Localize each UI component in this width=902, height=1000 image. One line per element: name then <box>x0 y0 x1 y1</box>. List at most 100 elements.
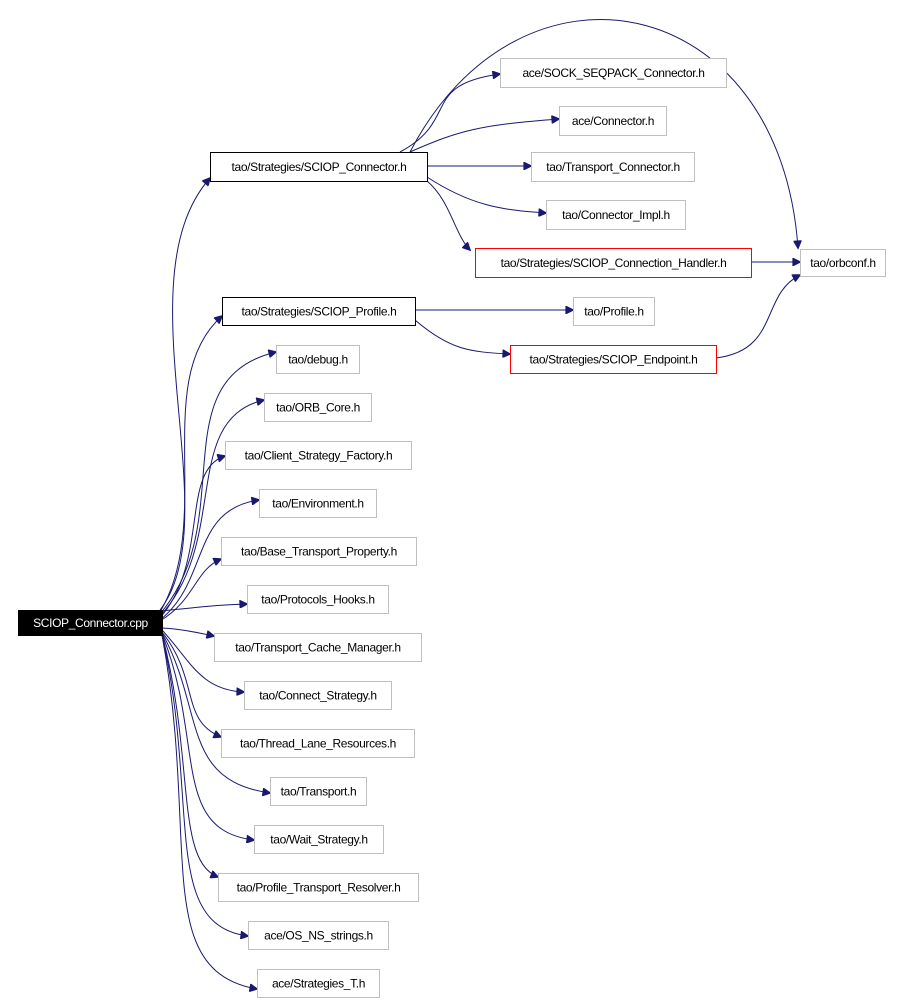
node-box <box>510 345 717 374</box>
edge-root-to-base_transport <box>159 559 221 622</box>
node-label: ace/SOCK_SEQPACK_Connector.h <box>522 66 704 80</box>
node-profile[interactable]: tao/Profile.h <box>573 297 655 326</box>
node-label: tao/Protocols_Hooks.h <box>261 593 374 607</box>
node-box <box>546 200 686 230</box>
node-wait_strategy[interactable]: tao/Wait_Strategy.h <box>254 825 384 854</box>
node-environment[interactable]: tao/Environment.h <box>259 489 377 518</box>
edge-root-to-debug <box>159 352 276 615</box>
node-label: tao/Client_Strategy_Factory.h <box>245 449 393 463</box>
node-ace_connector[interactable]: ace/Connector.h <box>559 106 667 136</box>
node-transport_cache[interactable]: tao/Transport_Cache_Manager.h <box>214 633 422 662</box>
node-label: SCIOP_Connector.cpp <box>33 616 148 630</box>
edge-root-to-environment <box>159 500 259 621</box>
node-profile_resolver[interactable]: tao/Profile_Transport_Resolver.h <box>218 873 419 902</box>
node-box <box>257 969 380 998</box>
node-box <box>500 58 727 88</box>
node-box <box>218 873 419 902</box>
edge-root-to-os_ns_strings <box>161 634 248 936</box>
node-sciop_connector_h[interactable]: tao/Strategies/SCIOP_Connector.h <box>210 152 428 182</box>
node-box <box>210 152 428 182</box>
edge-root-to-sciop_profile <box>159 316 222 613</box>
edge-root-to-transport <box>161 632 270 793</box>
node-box <box>259 489 377 518</box>
node-orb_core[interactable]: tao/ORB_Core.h <box>264 393 372 422</box>
edge-root-to-wait_strategy <box>161 633 254 840</box>
node-label: tao/Strategies/SCIOP_Connector.h <box>232 160 407 174</box>
edge-root-to-orb_core <box>159 400 264 617</box>
node-label: tao/Transport_Connector.h <box>546 160 680 174</box>
node-label: tao/ORB_Core.h <box>276 401 360 415</box>
node-label: tao/debug.h <box>288 353 348 367</box>
node-box <box>18 610 163 636</box>
edge-sciop_connector_h-to-connection_handler <box>426 180 470 250</box>
node-label: tao/Environment.h <box>272 497 363 511</box>
node-box <box>244 681 392 710</box>
edges-layer <box>159 19 800 989</box>
edge-root-to-sciop_connector_h <box>159 178 210 611</box>
node-box <box>254 825 384 854</box>
edge-root-to-protocols_hooks <box>161 604 247 612</box>
edge-sciop_connector_h-to-orbconf <box>409 19 798 248</box>
node-box <box>225 441 412 470</box>
node-sock_seqpack[interactable]: ace/SOCK_SEQPACK_Connector.h <box>500 58 727 88</box>
node-strategies_t[interactable]: ace/Strategies_T.h <box>257 969 380 998</box>
edge-root-to-client_strategy <box>159 456 225 619</box>
node-label: tao/Connect_Strategy.h <box>259 689 377 703</box>
node-box <box>247 585 389 614</box>
node-label: tao/Transport_Cache_Manager.h <box>235 641 401 655</box>
edge-sciop_endpoint-to-orbconf <box>715 275 800 359</box>
node-box <box>276 345 360 374</box>
node-label: ace/Strategies_T.h <box>272 977 365 991</box>
node-box <box>800 249 886 277</box>
node-label: tao/Strategies/SCIOP_Endpoint.h <box>530 353 698 367</box>
node-root[interactable]: SCIOP_Connector.cpp <box>18 610 163 636</box>
node-box <box>222 297 416 326</box>
nodes-layer: SCIOP_Connector.cpp tao/Strategies/SCIOP_… <box>18 58 886 998</box>
node-box <box>573 297 655 326</box>
edge-root-to-transport_cache <box>161 627 214 636</box>
node-box <box>531 152 695 182</box>
node-connect_strategy[interactable]: tao/Connect_Strategy.h <box>244 681 392 710</box>
node-box <box>248 921 389 950</box>
edge-root-to-connect_strategy <box>161 629 244 692</box>
node-protocols_hooks[interactable]: tao/Protocols_Hooks.h <box>247 585 389 614</box>
node-box <box>221 729 415 758</box>
node-label: tao/Strategies/SCIOP_Profile.h <box>242 305 397 319</box>
node-transport_connector[interactable]: tao/Transport_Connector.h <box>531 152 695 182</box>
node-box <box>221 537 417 566</box>
node-sciop_endpoint[interactable]: tao/Strategies/SCIOP_Endpoint.h <box>510 345 717 374</box>
node-orbconf[interactable]: tao/orbconf.h <box>800 249 886 277</box>
node-label: tao/Thread_Lane_Resources.h <box>240 737 396 751</box>
node-label: tao/Wait_Strategy.h <box>270 833 367 847</box>
node-connection_handler[interactable]: tao/Strategies/SCIOP_Connection_Handler.… <box>475 248 752 278</box>
node-box <box>475 248 752 278</box>
node-transport[interactable]: tao/Transport.h <box>270 777 367 806</box>
edge-sciop_connector_h-to-ace_connector <box>409 119 559 153</box>
node-base_transport[interactable]: tao/Base_Transport_Property.h <box>221 537 417 566</box>
node-label: tao/Strategies/SCIOP_Connection_Handler.… <box>501 256 727 270</box>
edge-sciop_profile-to-sciop_endpoint <box>414 319 510 354</box>
node-box <box>559 106 667 136</box>
node-label: tao/orbconf.h <box>810 256 876 270</box>
node-label: tao/Profile_Transport_Resolver.h <box>237 881 401 895</box>
node-label: tao/Base_Transport_Property.h <box>241 545 397 559</box>
node-label: tao/Connector_Impl.h <box>562 208 670 222</box>
edge-root-to-strategies_t <box>161 634 257 989</box>
edge-root-to-thread_lane <box>161 631 221 737</box>
node-connector_impl[interactable]: tao/Connector_Impl.h <box>546 200 686 230</box>
edge-sciop_connector_h-to-sock_seqpack <box>399 74 500 153</box>
node-client_strategy[interactable]: tao/Client_Strategy_Factory.h <box>225 441 412 470</box>
node-debug[interactable]: tao/debug.h <box>276 345 360 374</box>
node-label: tao/Transport.h <box>281 785 357 799</box>
edge-sciop_connector_h-to-connector_impl <box>426 176 546 213</box>
node-thread_lane[interactable]: tao/Thread_Lane_Resources.h <box>221 729 415 758</box>
node-label: tao/Profile.h <box>584 305 644 319</box>
node-box <box>214 633 422 662</box>
node-sciop_profile[interactable]: tao/Strategies/SCIOP_Profile.h <box>222 297 416 326</box>
edge-root-to-profile_resolver <box>161 633 218 877</box>
node-os_ns_strings[interactable]: ace/OS_NS_strings.h <box>248 921 389 950</box>
node-box <box>270 777 367 806</box>
node-box <box>264 393 372 422</box>
